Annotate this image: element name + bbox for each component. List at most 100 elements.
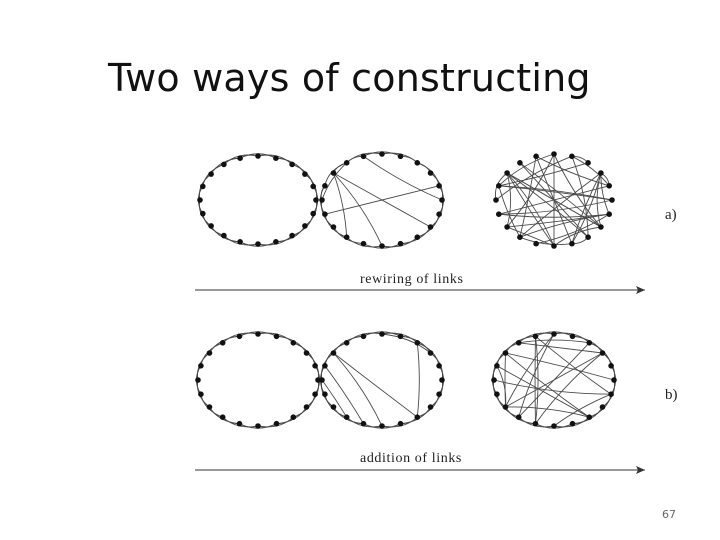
network-node [330,404,337,410]
row-a-caption: rewiring of links [360,272,464,287]
network-edge [571,155,610,187]
network-node [611,377,617,383]
network-a-regular-ring [197,153,319,247]
network-edge [505,333,555,408]
network-node [360,420,367,427]
network-edge [519,213,610,238]
network-node [273,420,280,427]
network-node [551,243,557,249]
network-edge [321,379,348,418]
network-node [303,350,310,356]
network-edge [333,352,418,418]
network-edge [498,185,521,238]
network-node [302,171,308,177]
network-node [379,423,385,429]
network-edge [505,352,590,418]
network-node [515,414,522,421]
network-node [303,404,310,410]
network-edge [506,172,555,247]
network-node [436,183,442,189]
network-node [237,155,243,161]
network-node [397,420,404,427]
network-edge [498,162,589,187]
network-node [496,183,502,189]
network-edge [506,153,555,228]
network-node [290,340,297,346]
network-node [315,377,321,383]
network-edge [518,342,603,354]
network-edge [506,172,512,228]
network-node [197,197,203,203]
network-node [606,183,612,189]
network-edge [416,342,420,418]
network-node [290,414,297,421]
network-node [569,420,576,427]
network-edge [519,236,572,245]
network-node [414,234,421,240]
network-node [439,377,445,383]
network-node [255,331,261,337]
network-node [439,197,445,203]
network-node [504,224,510,230]
row-b-tag: b) [665,387,678,403]
network-node [379,151,385,157]
network-node [533,240,539,247]
network-node [360,240,367,247]
network-node [255,241,261,247]
network-node [273,155,279,161]
network-node [551,151,557,157]
network-edge [498,185,613,201]
network-node [312,391,318,397]
network-node [198,363,204,369]
arrow-b-head [636,466,645,474]
network-node [414,340,421,346]
network-node [414,414,421,421]
network-edge [519,156,537,238]
network-node [195,377,201,383]
network-node [302,223,308,229]
network-node [598,170,604,176]
network-edge [535,352,603,424]
network-a-random [493,151,615,249]
network-node [330,224,337,230]
network-node [585,160,591,166]
network-node [289,161,295,168]
network-node [569,333,576,340]
network-node [609,197,615,203]
network-b-regular-ring [195,331,321,429]
network-node [310,210,316,217]
network-node [379,243,385,249]
network-node [517,160,523,166]
network-node [330,350,337,356]
network-node [494,363,500,369]
network-node [255,423,261,429]
network-node [219,340,226,346]
network-node [427,350,434,356]
network-node [236,420,243,427]
network-edge [498,199,613,215]
network-node [517,234,523,240]
network-node [322,183,328,189]
network-node [598,224,604,230]
network-node [206,404,213,410]
network-node [608,363,614,369]
network-edge [518,333,555,418]
network-node [200,183,206,190]
network-edge [506,172,555,247]
network-node [496,211,502,217]
network-node [491,377,497,383]
network-node [504,170,510,176]
network-node [319,377,325,383]
network-node [569,153,575,160]
row-a-rewiring: rewiring of links a) [195,151,677,294]
network-edge [505,406,590,418]
network-node [289,232,295,239]
network-node [313,197,319,203]
network-node [200,210,206,217]
network-edge [498,185,613,201]
network-node [414,160,421,166]
network-edge [535,155,610,187]
network-edge [321,162,348,201]
network-a-few-rewired [319,151,445,249]
network-edge [535,336,539,424]
